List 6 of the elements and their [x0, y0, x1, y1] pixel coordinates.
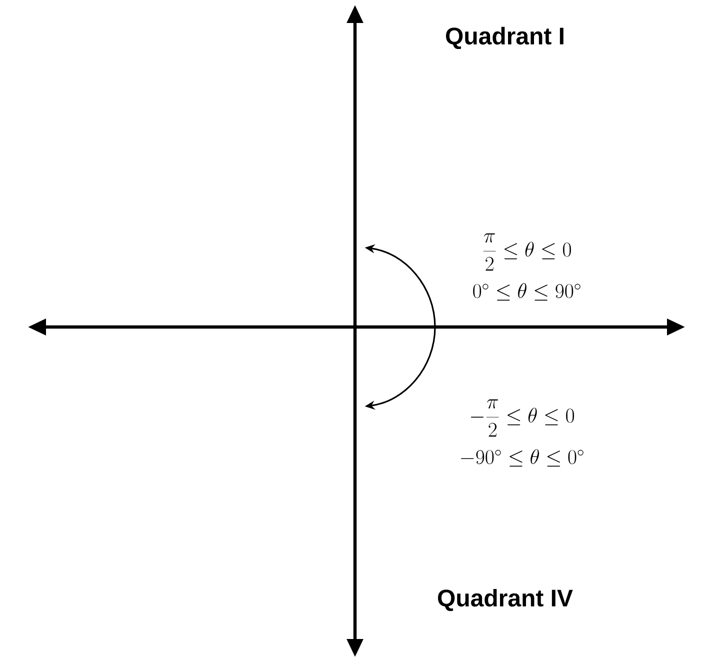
- angle-range: $\frac{\pi}{2} \leq \theta \leq 0$: [483, 233, 571, 271]
- quadrant-label: Quadrant I: [446, 26, 564, 50]
- angle-range: $0^\circ \leq \theta \leq 90^\circ$: [473, 283, 580, 301]
- quadrant-label: Quadrant IV: [438, 588, 573, 612]
- angle-range: $-\frac{\pi}{2} \leq \theta \leq 0$: [470, 399, 574, 437]
- angle-range: $-90^\circ \leq \theta \leq 0^\circ$: [461, 449, 584, 467]
